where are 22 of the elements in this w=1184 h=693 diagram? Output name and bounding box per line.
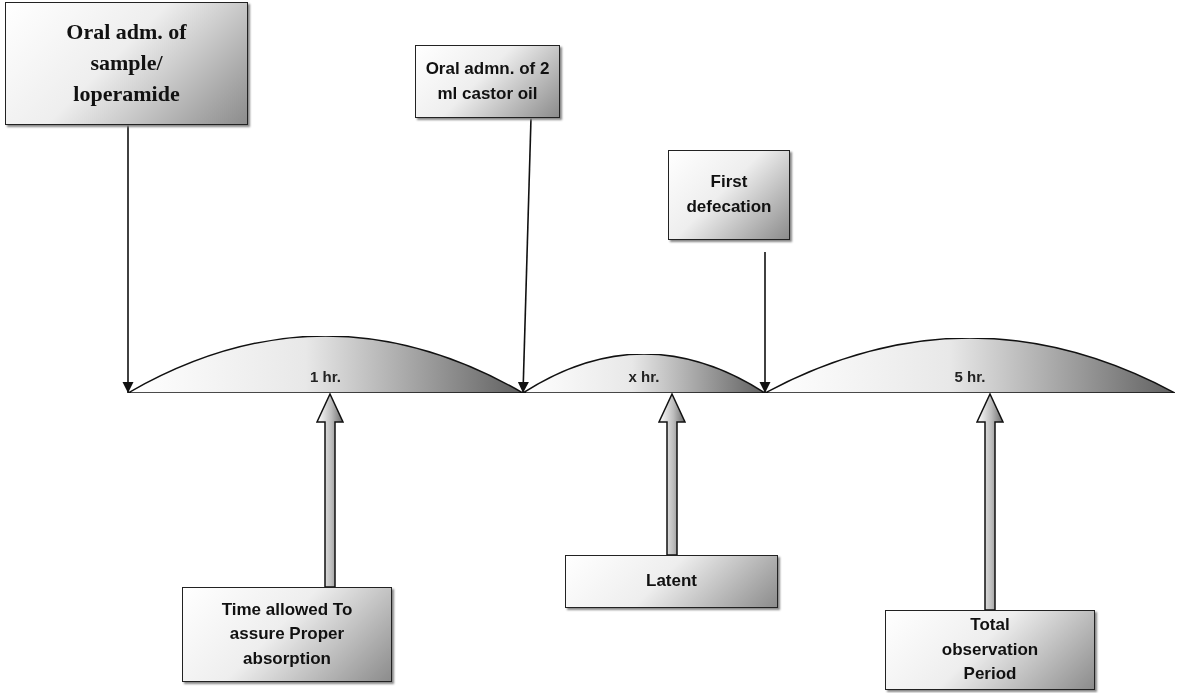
step-label: First defecation [685,171,773,218]
duration-label: 1 hr. [309,368,342,385]
step-label: Oral adm. of sample/ loperamide [65,18,188,108]
arrow [122,124,134,394]
step-label: Total observation Period [940,614,1040,686]
hollow-arrow [315,392,345,588]
arrow [759,251,771,394]
hollow-arrow [657,392,687,556]
step-label: Oral admn. of 2 ml castor oil [424,57,551,105]
description-box [182,587,392,682]
step-label: Time allowed To assure Proper absorption [220,598,354,670]
description-box [565,555,778,608]
step-box [668,150,790,240]
step-box [5,2,248,125]
step-box [415,45,560,118]
time-interval-dome [523,354,765,393]
arrow [517,117,532,394]
duration-label: x hr. [627,368,661,385]
hollow-arrow [975,392,1005,611]
duration-label: 5 hr. [953,368,987,385]
description-box [885,610,1095,690]
step-label: Latent [646,570,697,593]
